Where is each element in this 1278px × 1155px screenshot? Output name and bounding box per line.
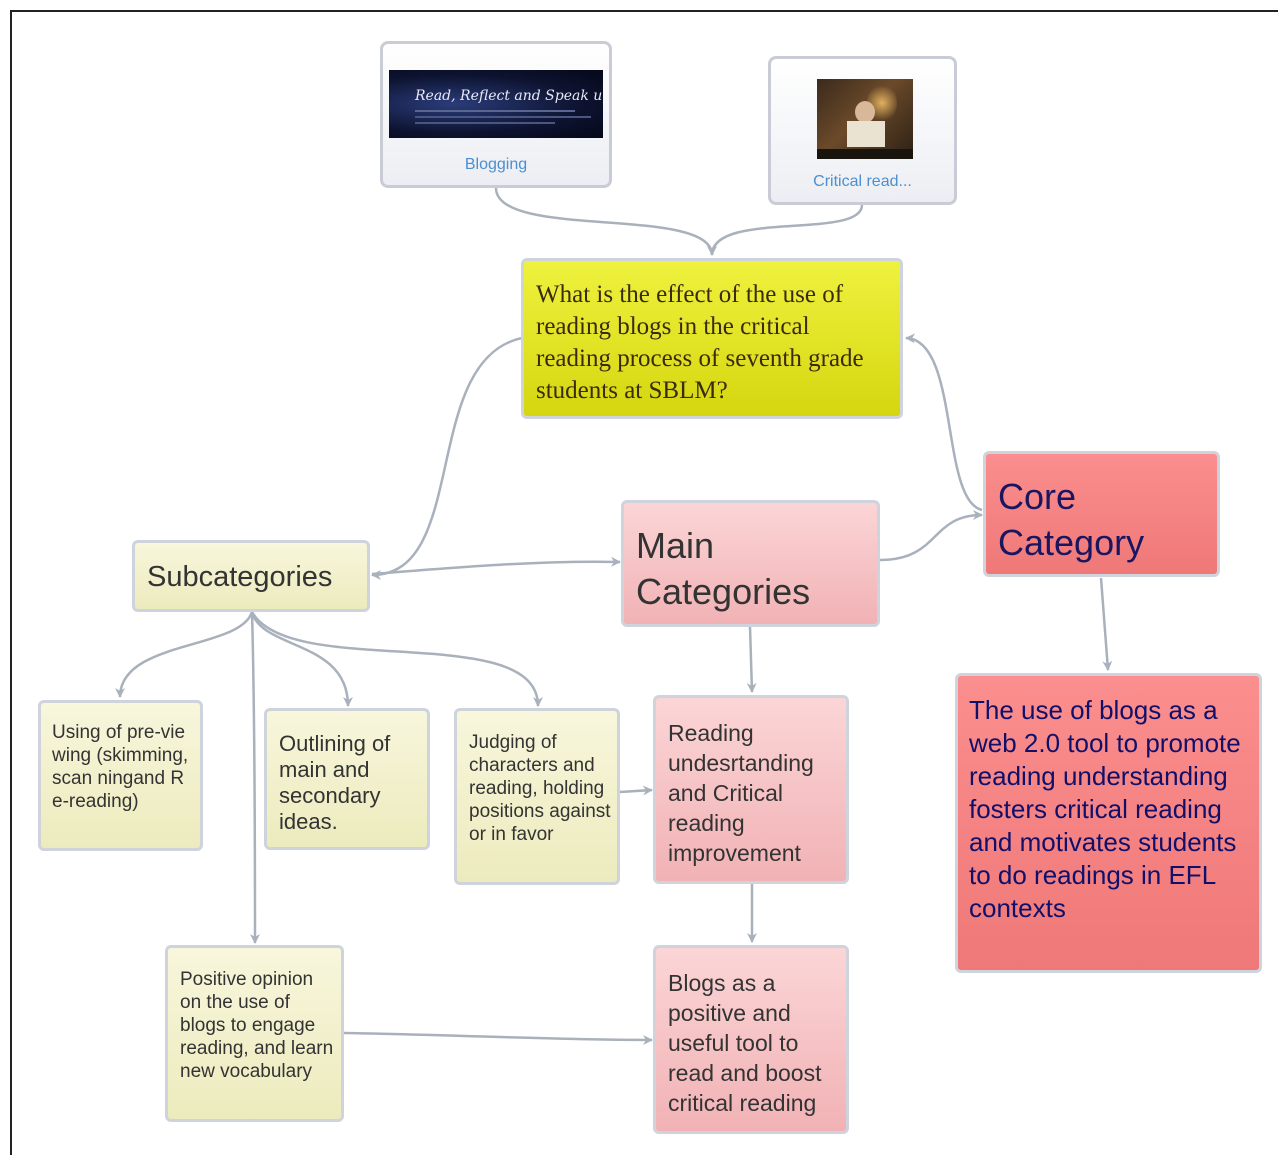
link-sub-judging: [250, 611, 543, 707]
link-sub-previewing: [115, 611, 254, 698]
subcategories-node[interactable]: Subcategories: [132, 540, 370, 612]
link-sub-outlining: [250, 611, 353, 707]
link-main-reading: [746, 626, 757, 693]
judging-node[interactable]: Judging of characters and reading, holdi…: [454, 708, 620, 885]
link-critical-question: [710, 204, 864, 256]
link-question-sub: [371, 336, 523, 580]
reading-understanding-text: Reading undesrtanding and Critical readi…: [668, 720, 814, 866]
link-core-statement: [1099, 577, 1113, 671]
positive-opinion-text: Positive opinion on the use of blogs to …: [180, 969, 334, 1082]
research-question-text: What is the effect of the use of reading…: [536, 281, 864, 404]
link-sub-positive: [249, 611, 260, 944]
main-categories-label: Main Categories: [636, 525, 811, 612]
link-sub-main: [371, 556, 621, 576]
subcategories-label: Subcategories: [147, 561, 333, 593]
reading-understanding-node[interactable]: Reading undesrtanding and Critical readi…: [653, 695, 849, 884]
blogging-banner-text: Read, Reflect and Speak up!: [415, 88, 603, 104]
critical-reading-label[interactable]: Critical read...: [813, 173, 912, 190]
previewing-node[interactable]: Using of pre-viewing (skimming,scan ning…: [38, 700, 203, 851]
judging-text: Judging of characters and reading, holdi…: [469, 732, 611, 845]
link-core-question: [905, 333, 983, 512]
link-blogging-question: [494, 187, 717, 256]
link-judging-reading: [619, 785, 653, 796]
link-main-core: [879, 510, 983, 562]
core-category-node[interactable]: Core Category: [983, 451, 1220, 577]
core-statement-text: The use of blogs as a web 2.0 tool to pr…: [969, 695, 1241, 923]
blogging-thumbnail: Read, Reflect and Speak up!: [389, 70, 603, 138]
outlining-node[interactable]: Outlining of main and secondary ideas.: [264, 708, 430, 850]
research-question-node[interactable]: What is the effect of the use of reading…: [521, 258, 903, 419]
critical-reading-card[interactable]: Critical read...: [768, 56, 957, 205]
blogging-label[interactable]: Blogging: [464, 156, 528, 173]
core-statement-node[interactable]: The use of blogs as a web 2.0 tool to pr…: [955, 673, 1262, 973]
blogging-card[interactable]: Read, Reflect and Speak up! Blogging: [380, 41, 612, 188]
core-category-label: Core Category: [998, 476, 1145, 563]
canvas-frame: [10, 10, 1278, 1155]
main-categories-node[interactable]: Main Categories: [621, 500, 880, 627]
blogs-tool-node[interactable]: Blogs as a positive and useful tool to r…: [653, 945, 849, 1134]
link-positive-blogs: [343, 1031, 653, 1045]
previewing-text: Using of pre-viewing (skimming,scan ning…: [52, 722, 189, 812]
blogs-tool-text: Blogs as a positive and useful tool to r…: [668, 970, 822, 1116]
outlining-text: Outlining of main and secondary ideas.: [279, 731, 391, 834]
positive-opinion-node[interactable]: Positive opinion on the use of blogs to …: [165, 945, 344, 1122]
critical-reading-thumbnail: [817, 79, 913, 159]
